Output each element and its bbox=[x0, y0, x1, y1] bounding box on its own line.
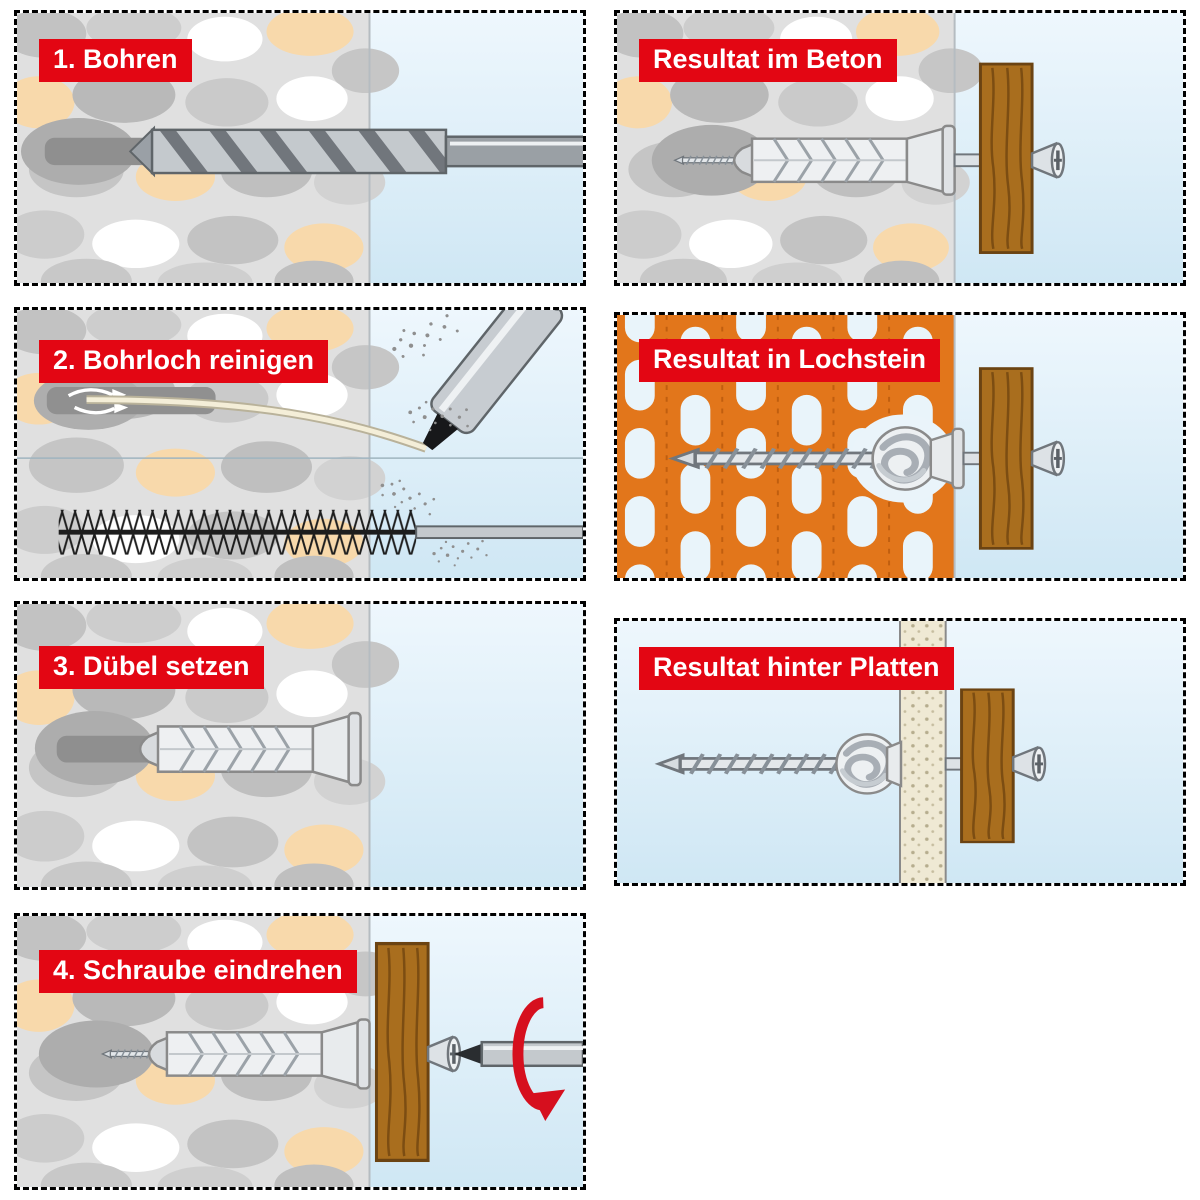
drilling-illustration bbox=[17, 13, 583, 283]
panel-step-2-bohrloch-reinigen: 2. Bohrloch reinigen bbox=[14, 307, 586, 581]
result-lochstein-label: Resultat in Lochstein bbox=[639, 339, 941, 383]
panel-step-4-schraube-eindrehen: 4. Schraube eindrehen bbox=[14, 913, 586, 1190]
panel-result-platten: Resultat hinter Platten bbox=[614, 618, 1186, 886]
step-4-label: 4. Schraube eindrehen bbox=[39, 950, 357, 994]
rotation-arrow-icon bbox=[512, 997, 566, 1121]
step-2-label: 2. Bohrloch reinigen bbox=[39, 340, 329, 384]
panel-result-lochstein: Resultat in Lochstein bbox=[614, 312, 1186, 581]
result-platten-label: Resultat hinter Platten bbox=[639, 647, 954, 691]
panel-step-1-bohren: 1. Bohren bbox=[14, 10, 586, 286]
wood-board-icon bbox=[978, 367, 1034, 550]
wood-board-icon bbox=[374, 941, 430, 1163]
blow-pump-icon bbox=[422, 310, 567, 451]
step-1-label: 1. Bohren bbox=[39, 39, 192, 83]
wood-board-icon bbox=[978, 62, 1034, 255]
panel-result-beton: Resultat im Beton bbox=[614, 10, 1186, 286]
panel-step-3-duebel-setzen: 3. Dübel setzen bbox=[14, 601, 586, 890]
knotted-plug-icon bbox=[873, 427, 938, 489]
wire-brush-icon bbox=[58, 509, 583, 555]
wood-board-icon bbox=[960, 688, 1015, 844]
result-beton-label: Resultat im Beton bbox=[639, 39, 897, 83]
step-3-label: 3. Dübel setzen bbox=[39, 646, 264, 690]
air-swirl-icon bbox=[67, 388, 116, 415]
